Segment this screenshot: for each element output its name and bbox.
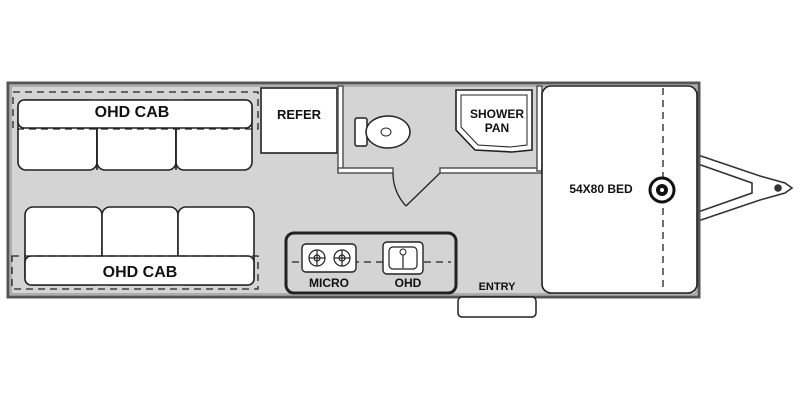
- sofa-bottom: [24, 206, 255, 286]
- shower-label-line1: SHOWER: [470, 107, 524, 121]
- bathroom-walls: [337, 85, 543, 174]
- entry-step: [457, 296, 537, 318]
- shower-label-line2: PAN: [485, 121, 509, 135]
- burner-icon: [333, 249, 351, 267]
- refer-label: REFER: [277, 107, 322, 122]
- bed: [541, 85, 698, 294]
- hitch: [697, 154, 794, 222]
- toilet: [354, 115, 411, 149]
- micro-label: MICRO: [309, 276, 349, 290]
- vent-fan-icon: [648, 176, 676, 204]
- entry-label: ENTRY: [479, 281, 517, 293]
- shower-pan: [455, 89, 533, 153]
- ohd-label: OHD: [395, 276, 422, 290]
- refrigerator: [260, 87, 338, 154]
- ohd-cab-bottom-outline: [11, 255, 259, 290]
- ohd-cab-bottom-label: OHD CAB: [103, 264, 178, 281]
- stovetop: [301, 243, 357, 273]
- sofa-top: [17, 99, 253, 171]
- ohd-cab-top-outline: [12, 91, 259, 130]
- burner-icon: [308, 249, 326, 267]
- ohd-cab-top-label: OHD CAB: [95, 104, 170, 121]
- sink: [382, 241, 424, 275]
- bathroom-door: [392, 172, 441, 207]
- bed-label: 54X80 BED: [569, 182, 633, 196]
